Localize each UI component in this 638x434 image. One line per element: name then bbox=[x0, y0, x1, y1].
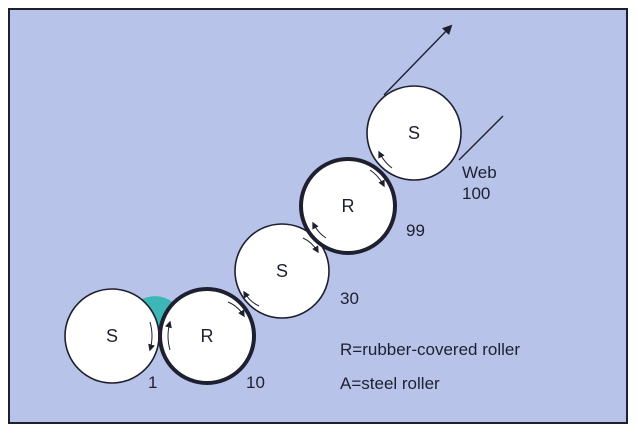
roller-30-circle bbox=[234, 223, 330, 319]
nip-highlight bbox=[140, 296, 174, 327]
roller-100-letter: S bbox=[408, 123, 420, 143]
roller-99: R bbox=[299, 157, 397, 255]
rotation-arrow-2 bbox=[165, 320, 172, 351]
roller-99-circle bbox=[299, 157, 397, 255]
legend-line-2: A=steel roller bbox=[340, 374, 440, 393]
roller-100-label: 100 bbox=[462, 184, 490, 203]
roller-1: S bbox=[64, 288, 160, 384]
web-incoming-line bbox=[458, 115, 504, 161]
rotation-arrow-5 bbox=[302, 237, 319, 254]
roller-30: S bbox=[234, 223, 330, 319]
rotation-arrow-3 bbox=[227, 301, 245, 318]
roller-30-label: 30 bbox=[340, 289, 359, 308]
roller-99-letter: R bbox=[342, 196, 355, 216]
rotation-arrow-1 bbox=[148, 321, 155, 352]
rotation-arrow-7 bbox=[369, 169, 385, 188]
legend-line-1: R=rubber-covered roller bbox=[340, 340, 520, 359]
web-outgoing-arrow bbox=[383, 24, 453, 96]
web-label: Web bbox=[462, 163, 497, 182]
rotation-arrow-8 bbox=[378, 150, 393, 169]
roller-10-label: 10 bbox=[246, 373, 265, 392]
roller-1-label: 1 bbox=[148, 373, 157, 392]
rotation-arrows bbox=[148, 150, 393, 352]
roller-100: S bbox=[366, 85, 462, 181]
rotation-arrow-6 bbox=[312, 221, 327, 239]
rotation-arrow-4 bbox=[243, 290, 260, 307]
roller-1-letter: S bbox=[106, 326, 118, 346]
roller-10-circle bbox=[158, 287, 256, 385]
roller-10-letter: R bbox=[201, 326, 214, 346]
roller-10: R bbox=[158, 287, 256, 385]
roller-30-letter: S bbox=[276, 261, 288, 281]
roller-99-label: 99 bbox=[406, 221, 425, 240]
roller-100-circle bbox=[366, 85, 462, 181]
